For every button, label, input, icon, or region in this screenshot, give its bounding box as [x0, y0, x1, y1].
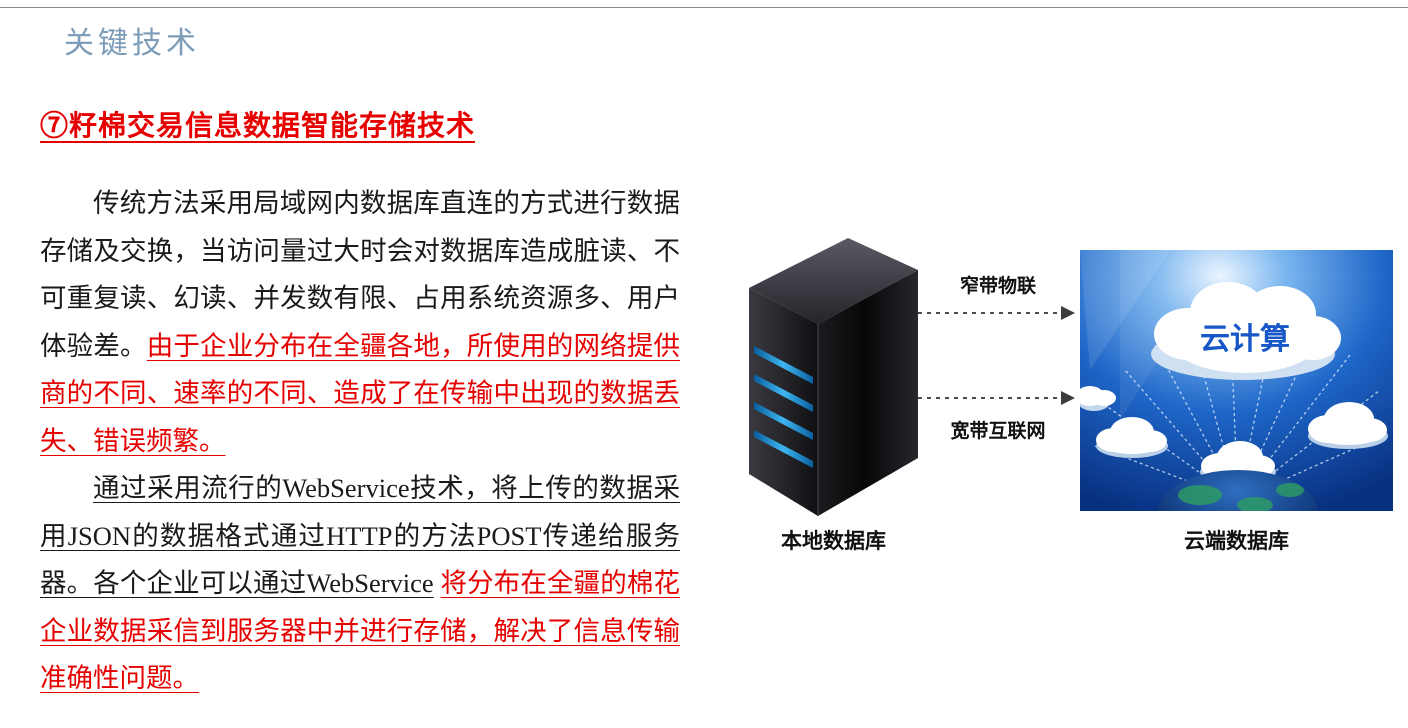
broadband-arrow-label: 宽带互联网: [950, 421, 1046, 442]
paragraph-1-highlight-text: 由于企业分布在全疆各地，所使用的网络提供商的不同、速率的不同、造成了在传输中出现…: [40, 330, 681, 456]
section-heading: ⑦籽棉交易信息数据智能存储技术: [40, 111, 476, 142]
paragraph-1: 传统方法采用局域网内数据库直连的方式进行数据存储及交换，当访问量过大时会对数据库…: [40, 180, 680, 465]
broadband-arrowhead-icon: [1061, 391, 1075, 405]
local-database-label: 本地数据库: [781, 530, 886, 553]
server-front-face: [749, 288, 818, 516]
server-led-stripes: [754, 346, 813, 468]
small-cloud-left-edge: [1080, 386, 1116, 411]
paragraph-1-normal-text: 传统方法采用局域网内数据库直连的方式进行数据存储及交换，当访问量过大时会对数据库…: [40, 188, 680, 361]
body-text: 传统方法采用局域网内数据库直连的方式进行数据存储及交换，当访问量过大时会对数据库…: [40, 180, 680, 703]
server-side-face: [818, 270, 918, 516]
narrowband-dashed-arrow-line: [918, 312, 1062, 314]
cloud-computing-image: 云计算: [1080, 250, 1393, 511]
big-cloud: [1151, 282, 1341, 380]
earth-continents: [1178, 483, 1304, 511]
small-cloud-right: [1308, 402, 1388, 449]
narrowband-arrow-label: 窄带物联: [959, 276, 1036, 297]
narrowband-arrowhead-icon: [1061, 306, 1075, 320]
broadband-dashed-arrow-line: [918, 397, 1062, 399]
paragraph-2: 通过采用流行的WebService技术，将上传的数据采用JSON的数据格式通过H…: [40, 465, 680, 703]
cloud-database-label: 云端数据库: [1184, 530, 1289, 553]
top-divider: [0, 7, 1408, 8]
light-streak: [1080, 250, 1170, 370]
paragraph-2-underlined-text: 通过采用流行的WebService技术，将上传的数据采用JSON的数据格式通过H…: [40, 473, 680, 598]
server-top-face: [749, 238, 918, 324]
paragraph-2-highlight-text: 将分布在全疆的棉花企业数据采信到服务器中并进行存储，解决了信息传输准确性问题。: [40, 568, 681, 693]
small-cloud-left: [1096, 417, 1168, 458]
cloud-computing-text: 云计算: [1200, 322, 1290, 356]
page-title: 关键技术: [64, 27, 200, 60]
local-database-server-graphic: [749, 238, 918, 516]
